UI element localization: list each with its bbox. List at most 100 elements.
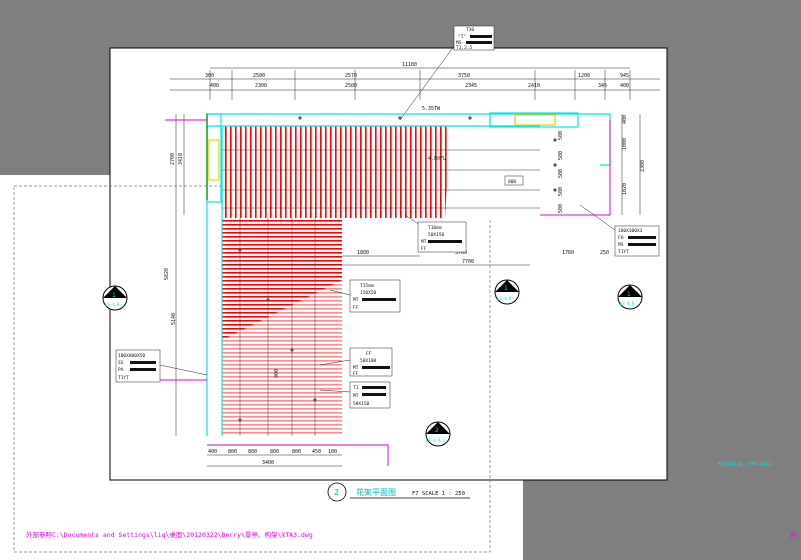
svg-text:400: 400 xyxy=(620,83,629,89)
svg-text:FF: FF xyxy=(353,305,359,311)
svg-text:2300: 2300 xyxy=(640,160,646,172)
dim-3760: 3760 xyxy=(455,250,467,256)
callout-tag-mid4: T1 MT 50X150 xyxy=(319,381,391,409)
pergola-label: PERGOLA (PR-041) xyxy=(717,461,775,468)
callout-tag-mid2: T15mm 150X50 MT FF xyxy=(329,279,401,313)
svg-text:500: 500 xyxy=(558,204,564,213)
svg-text:MT: MT xyxy=(353,297,359,303)
top-callout-tag: T30 "T" MS T1.2.5 xyxy=(399,25,495,121)
slope-annotation: 5.35TW xyxy=(422,106,441,112)
svg-text:SS: SS xyxy=(118,360,124,366)
dim-1800: 1800 xyxy=(357,250,369,256)
dim-1760: 1760 xyxy=(562,250,574,256)
svg-text:900: 900 xyxy=(274,369,280,378)
svg-text:2345: 2345 xyxy=(465,83,477,89)
svg-text:FF: FF xyxy=(421,246,427,252)
svg-text:400: 400 xyxy=(208,449,217,455)
beam-yellow-highlight-left xyxy=(208,139,220,181)
svg-text:PA: PA xyxy=(118,367,124,373)
svg-text:500: 500 xyxy=(558,169,564,178)
svg-text:1200: 1200 xyxy=(578,73,590,79)
svg-text:400: 400 xyxy=(210,83,219,89)
left-slat-clear-area xyxy=(222,280,342,436)
svg-text:FH: FH xyxy=(618,235,624,241)
top-dims-row2: 400 2300 2500 2345 2410 345 400 xyxy=(210,83,629,89)
svg-text:2: 2 xyxy=(435,427,439,434)
box-800-label: 800 xyxy=(508,179,516,185)
svg-text:300: 300 xyxy=(205,73,214,79)
svg-text:FF: FF xyxy=(353,371,359,377)
svg-text:50X150: 50X150 xyxy=(353,401,370,407)
svg-text:2570: 2570 xyxy=(345,73,357,79)
beam-yellow-highlight-top xyxy=(514,114,556,126)
svg-text:2410: 2410 xyxy=(528,83,540,89)
svg-text:"T": "T" xyxy=(458,34,466,40)
paper-sheet-upper xyxy=(109,47,668,481)
overall-dimension: 11100 xyxy=(402,62,417,68)
svg-text:MS: MS xyxy=(456,40,462,46)
svg-text:LS-4.R: LS-4.R xyxy=(620,301,635,306)
svg-text:1: 1 xyxy=(504,285,508,292)
right-vertical-dims: 400 1000 2300 1020 500 500 500 500 500 xyxy=(558,114,646,215)
section-marker-b[interactable]: 1 LS-4.R xyxy=(494,279,520,305)
svg-text:2500: 2500 xyxy=(253,73,265,79)
callout-tag-right: 100X100X3 FH MS T1YT xyxy=(579,204,660,257)
svg-text:800: 800 xyxy=(270,449,279,455)
section-marker-a[interactable]: 1 LS-4.R xyxy=(102,285,128,311)
svg-text:800: 800 xyxy=(292,449,301,455)
svg-text:945: 945 xyxy=(620,73,629,79)
dim-7700: 7700 xyxy=(462,259,474,265)
svg-text:T1.2.5: T1.2.5 xyxy=(456,45,473,51)
callout-tag-left: 100X800X50 SS PA T1YT xyxy=(115,349,208,383)
callout-tag-mid3: FF 50X100 MT FF xyxy=(319,347,393,377)
svg-text:T10mm: T10mm xyxy=(428,225,442,231)
svg-text:1000: 1000 xyxy=(622,138,628,150)
svg-text:3750: 3750 xyxy=(458,73,470,79)
svg-text:100X800X50: 100X800X50 xyxy=(118,353,145,359)
svg-text:100X100X3: 100X100X3 xyxy=(618,228,643,234)
section-marker-c[interactable]: 1 LS-4.R xyxy=(617,284,643,310)
svg-text:500: 500 xyxy=(558,151,564,160)
svg-text:3410: 3410 xyxy=(178,153,184,165)
svg-text:FF: FF xyxy=(366,351,372,357)
svg-text:800: 800 xyxy=(228,449,237,455)
svg-text:2700: 2700 xyxy=(170,153,176,165)
svg-text:1: 1 xyxy=(112,292,116,299)
drawing-title-block: 2 花架平面图 F7 SCALE 1 : 250 xyxy=(327,482,470,502)
top-slat-clear-triangle xyxy=(445,126,540,218)
svg-text:50X150: 50X150 xyxy=(428,232,445,238)
svg-text:LS-4.R: LS-4.R xyxy=(105,302,120,307)
svg-text:2: 2 xyxy=(334,488,339,497)
callout-tag-mid: T10mm 50X150 MT FF xyxy=(404,214,467,253)
top-dims-row1: 300 2500 2570 3750 1200 945 xyxy=(205,73,629,79)
box-800 xyxy=(504,175,524,186)
post-markers xyxy=(238,116,557,422)
svg-text:500: 500 xyxy=(558,187,564,196)
section-marker-d[interactable]: 2 LS-4.R.1 xyxy=(425,421,451,447)
corner-mark: 外 xyxy=(790,530,797,539)
svg-text:LS-4.R: LS-4.R xyxy=(497,296,512,301)
magenta-boundary xyxy=(160,119,611,466)
svg-text:T1: T1 xyxy=(353,385,359,391)
xref-path-text: 外部参照C:\Documents and Settings\liq\桌面\201… xyxy=(26,530,313,539)
svg-text:5820: 5820 xyxy=(164,268,170,280)
dim-250: 250 xyxy=(600,250,609,256)
svg-text:MT: MT xyxy=(353,393,359,399)
svg-text:T1YT: T1YT xyxy=(118,375,129,381)
svg-text:150X50: 150X50 xyxy=(360,290,377,296)
level-annotation: 4.80FL xyxy=(428,156,446,162)
svg-text:F7 SCALE 1 : 250: F7 SCALE 1 : 250 xyxy=(412,491,465,497)
svg-text:T15mm: T15mm xyxy=(360,283,374,289)
svg-text:100: 100 xyxy=(328,449,337,455)
svg-text:800: 800 xyxy=(248,449,257,455)
svg-text:50X100: 50X100 xyxy=(360,358,377,364)
bottom-dims: 400 800 800 800 800 450 100 3400 xyxy=(207,449,342,467)
svg-text:345: 345 xyxy=(598,83,607,89)
svg-text:MS: MS xyxy=(618,242,624,248)
left-vertical-dims: 2700 3410 5820 5140 900 xyxy=(164,114,280,436)
svg-text:5140: 5140 xyxy=(171,313,177,325)
svg-text:450: 450 xyxy=(312,449,321,455)
top-dimension-lines xyxy=(170,70,660,100)
svg-text:1: 1 xyxy=(627,291,631,298)
